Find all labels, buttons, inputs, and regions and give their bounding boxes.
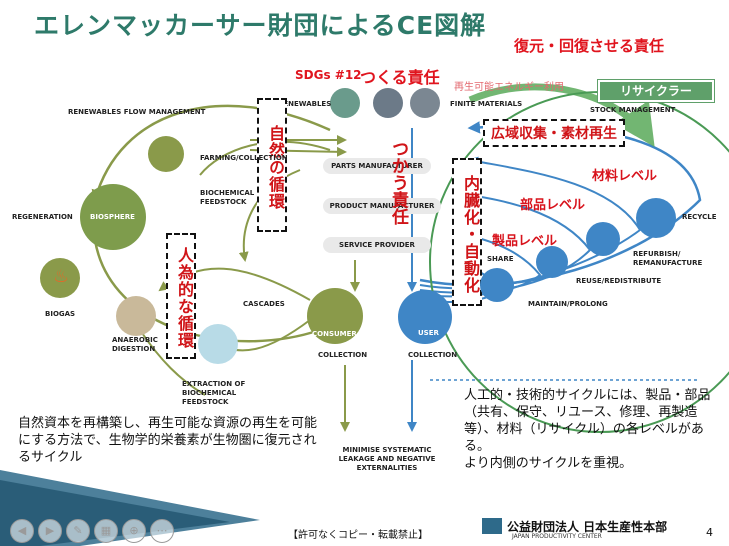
sdgs-label: SDGs #12 (295, 68, 362, 82)
anaerobic-icon (116, 296, 156, 336)
consumer-label: CONSUMER (312, 330, 357, 338)
right-description: 人工的・技術的サイクルには、製品・部品（共有、保守、リユース、修理、再製造等）、… (464, 387, 716, 472)
zoom-button[interactable]: ⊕ (122, 519, 146, 543)
material-level-label: 材料レベル (592, 169, 658, 184)
biosphere-globe (80, 184, 146, 250)
service-provider-label: SERVICE PROVIDER (339, 241, 415, 249)
slide-title: エレンマッカーサー財団によるCE図解 (34, 11, 487, 40)
product-manufacturer-pill: PRODUCT MANUFACTURER (323, 198, 441, 214)
right-description-main: 人工的・技術的サイクルには、製品・部品（共有、保守、リユース、修理、再製造等）、… (464, 388, 711, 454)
regional-collection-box: 広域収集・素材再生 (483, 119, 625, 147)
renewables-label: RENEWABLES (278, 100, 332, 108)
farming-label: FARMING/COLLECTION (200, 154, 288, 162)
more-options-button[interactable]: ⋯ (150, 519, 174, 543)
biogas-icon (40, 258, 80, 298)
minimise-label: MINIMISE SYSTEMATIC LEAKAGE AND NEGATIVE… (338, 446, 436, 472)
jpc-logo-icon (482, 518, 502, 534)
product-manufacturer-label: PRODUCT MANUFACTURER (329, 202, 435, 210)
refurbish-label: REFURBISH/ REMANUFACTURE (633, 250, 703, 267)
user-collection-label: COLLECTION (408, 351, 458, 359)
recycler-label: リサイクラー (620, 84, 692, 98)
finite-materials-label: FINITE MATERIALS (450, 100, 523, 108)
natural-cycle-box: 自然の循環 (257, 98, 287, 232)
user-icon (398, 290, 452, 344)
page-number: 4 (706, 526, 713, 539)
refurbish-icon (586, 222, 620, 256)
recycle-icon (636, 198, 676, 238)
maintain-label: MAINTAIN/PROLONG (528, 300, 608, 308)
consumer-collection-label: COLLECTION (318, 351, 368, 359)
reuse-label: REUSE/REDISTRIBUTE (576, 277, 662, 285)
biogas-label: BIOGAS (45, 310, 76, 318)
slides-view-button[interactable]: ▦ (94, 519, 118, 543)
internalize-box: 内臓化・自動化 (452, 158, 482, 306)
recycler-badge: リサイクラー (597, 79, 715, 103)
anaerobic-label: ANAEROBIC DIGESTION (112, 336, 158, 353)
next-slide-button[interactable]: ▶ (38, 519, 62, 543)
org-name-jp: 公益財団法人 日本生産性本部 (507, 520, 668, 534)
finite-materials-icon (410, 88, 440, 118)
recycle-label: RECYCLE (682, 213, 717, 221)
renewables-flow-label: RENEWABLES FLOW MANAGEMENT (68, 108, 206, 116)
copyright-notice: 【許可なくコピー・転載禁止】 (288, 530, 428, 541)
use-responsibility-label: つかう責任 (388, 140, 408, 225)
maintain-icon (480, 268, 514, 302)
stock-management-label: STOCK MANAGEMENT (590, 106, 676, 114)
reuse-icon (536, 246, 568, 278)
share-label: SHARE (487, 255, 514, 263)
artificial-cycle-box: 人為的な循環 (166, 233, 196, 359)
cascades-label: CASCADES (243, 300, 285, 308)
flame-icon: ♨ (53, 266, 70, 287)
make-responsibility-label: つくる責任 (360, 68, 440, 87)
consumer-icon (307, 288, 363, 344)
renewables-icon (330, 88, 360, 118)
product-level-label: 製品レベル (492, 234, 558, 249)
oil-rig-icon (373, 88, 403, 118)
user-label: USER (418, 329, 439, 337)
renewable-energy-label: 再生可能エネルギー利用 (454, 82, 564, 93)
extraction-label: EXTRACTION OF BIOCHEMICAL FEEDSTOCK (182, 380, 246, 406)
regeneration-label: REGENERATION (12, 213, 73, 221)
org-name-en: JAPAN PRODUCTIVITY CENTER (512, 533, 602, 540)
biosphere-label: BIOSPHERE (90, 213, 135, 221)
prev-slide-button[interactable]: ◀ (10, 519, 34, 543)
farming-icon (148, 136, 184, 172)
right-description-emphasis: より内側のサイクルを重視。 (464, 456, 633, 471)
parts-manufacturer-pill: PARTS MANUFACTURER (323, 158, 431, 174)
extraction-icon (198, 324, 238, 364)
biochemical-label: BIOCHEMICAL FEEDSTOCK (200, 189, 255, 206)
restore-responsibility-label: 復元・回復させる責任 (514, 37, 665, 55)
parts-manufacturer-label: PARTS MANUFACTURER (331, 162, 423, 170)
service-provider-pill: SERVICE PROVIDER (323, 237, 431, 253)
left-description: 自然資本を再構築し、再生可能な資源の再生を可能にする方法で、生物学的栄養素が生物… (18, 416, 318, 465)
parts-level-label: 部品レベル (520, 198, 586, 213)
pen-tool-button[interactable]: ✎ (66, 519, 90, 543)
